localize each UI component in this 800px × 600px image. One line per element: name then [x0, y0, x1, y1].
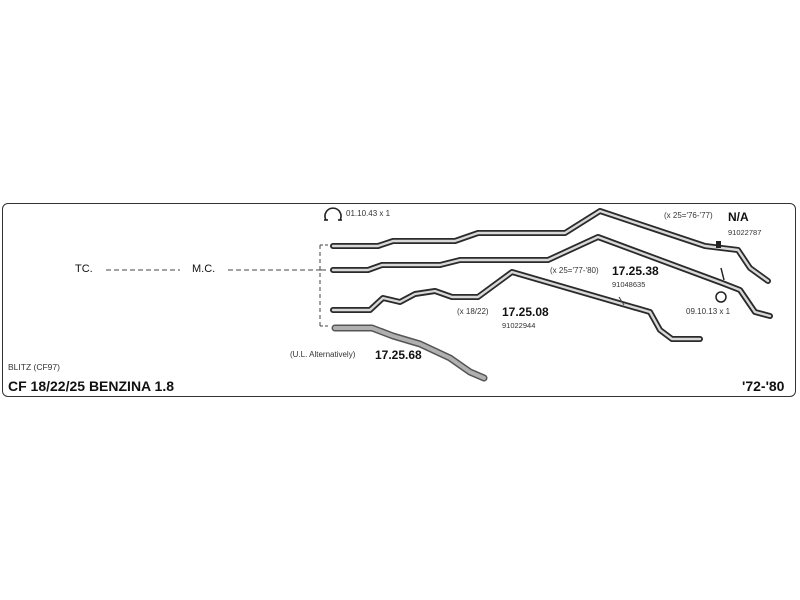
pipe-172538 — [330, 234, 773, 319]
172508-qualifier: (x 18/22) — [457, 307, 489, 316]
ring-clamp-icon — [715, 291, 727, 303]
172508-number: 17.25.08 — [502, 305, 549, 319]
diagram-title: CF 18/22/25 BENZINA 1.8 — [8, 378, 174, 394]
brand-code: BLITZ (CF97) — [8, 362, 60, 372]
172568-number: 17.25.68 — [375, 348, 422, 362]
pipe-172508 — [330, 269, 703, 342]
label-tc: TC. — [75, 263, 93, 275]
na-ref: 91022787 — [728, 228, 762, 237]
172508-marker — [618, 296, 625, 306]
pipe-na — [330, 208, 771, 284]
diagram-frame — [2, 203, 796, 397]
na-qualifier: (x 25='76-'77) — [664, 211, 713, 220]
label-mc: M.C. — [192, 263, 216, 275]
172538-marker — [720, 267, 725, 281]
na-number: N/A — [728, 210, 749, 224]
clamp-top-code: 01.10.43 x 1 — [346, 209, 391, 218]
172508-ref: 91022944 — [502, 321, 536, 330]
172538-ref: 91048635 — [612, 280, 646, 289]
172568-qualifier: (U.L. Alternatively) — [290, 350, 356, 359]
na-bracket — [716, 241, 721, 248]
pipe-172568 — [331, 324, 488, 382]
ring-clamp-code: 09.10.13 x 1 — [686, 307, 731, 316]
172538-number: 17.25.38 — [612, 264, 659, 278]
172538-qualifier: (x 25='77-'80) — [550, 266, 599, 275]
year-range: '72-'80 — [742, 378, 785, 394]
clamp-top-icon — [324, 207, 342, 221]
